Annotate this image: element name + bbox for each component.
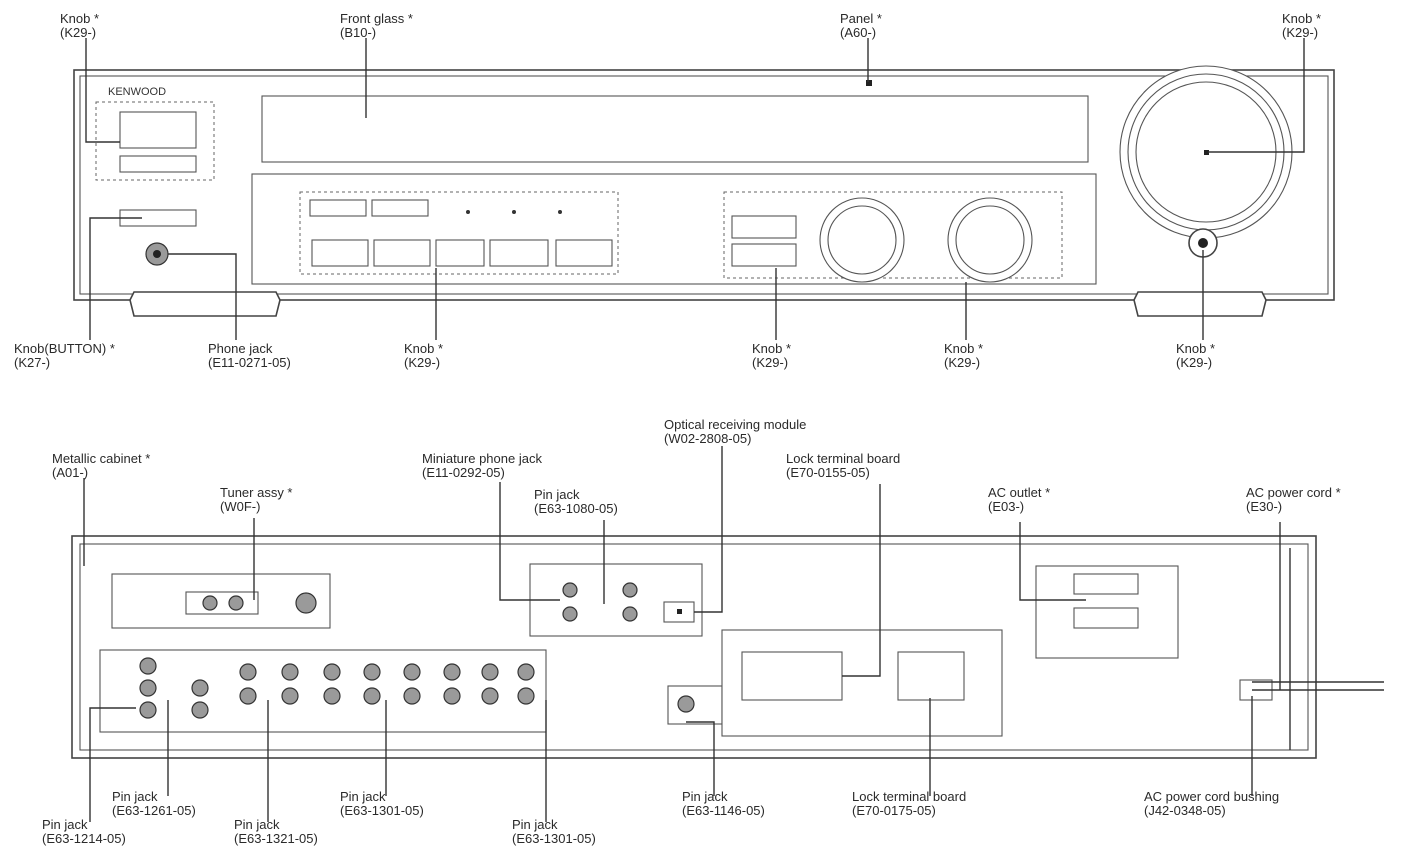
label-lock-terminal-top: Lock terminal board(E70-0155-05) bbox=[786, 451, 901, 480]
label-pin-jack-4: Pin jack(E63-1321-05) bbox=[234, 817, 318, 846]
key-button-group bbox=[299, 191, 619, 275]
label-pin-jack-top: Pin jack(E63-1080-05) bbox=[534, 487, 618, 516]
label-miniature-phone-jack: Miniature phone jack(E11-0292-05) bbox=[422, 451, 542, 480]
lock-terminal-board-b bbox=[897, 651, 965, 701]
rca-jack-panel bbox=[99, 649, 547, 733]
label-knob-keys: Knob *(K29-) bbox=[404, 341, 444, 370]
label-pin-jack-1: Pin jack(E63-1261-05) bbox=[112, 789, 196, 818]
label-pin-jack-5: Pin jack(E63-1301-05) bbox=[512, 817, 596, 846]
label-front-knob-tr: Knob *(K29-) bbox=[1282, 11, 1322, 40]
label-phone-jack: Phone jack(E11-0271-05) bbox=[208, 341, 291, 370]
label-lock-terminal-bottom: Lock terminal board(E70-0175-05) bbox=[852, 789, 967, 818]
label-front-knob-tl: Knob *(K29-) bbox=[60, 11, 100, 40]
label-knob-power: Knob *(K29-) bbox=[1176, 341, 1216, 370]
lock-terminal-board-a bbox=[741, 651, 843, 701]
label-pin-jack-2: Pin jack(E63-1301-05) bbox=[340, 789, 424, 818]
front-foot-right bbox=[1133, 291, 1267, 317]
display-button-group bbox=[95, 101, 215, 181]
rear-panel-drawing bbox=[71, 535, 1384, 759]
label-front-glass: Front glass *(B10-) bbox=[340, 11, 413, 40]
label-cord-bushing: AC power cord bushing(J42-0348-05) bbox=[1144, 789, 1280, 818]
front-display-glass bbox=[261, 95, 1089, 163]
label-metallic-cabinet: Metallic cabinet *(A01-) bbox=[52, 451, 151, 480]
label-knob-input: Knob *(K29-) bbox=[752, 341, 792, 370]
label-knob-button: Knob(BUTTON) *(K27-) bbox=[14, 341, 115, 370]
label-ac-outlet: AC outlet *(E03-) bbox=[988, 485, 1051, 514]
brand-logo: KENWOOD bbox=[108, 86, 166, 98]
label-pin-jack-6: Pin jack(E63-1146-05) bbox=[682, 789, 765, 818]
label-pin-jack-3: Pin jack(E63-1214-05) bbox=[42, 817, 126, 846]
dial-group bbox=[723, 191, 1063, 279]
label-front-panel: Panel *(A60-) bbox=[840, 11, 882, 40]
front-foot-left bbox=[129, 291, 281, 317]
front-panel-drawing: KENWOOD bbox=[73, 65, 1335, 317]
display-button-upper bbox=[119, 111, 197, 149]
label-ac-power-cord: AC power cord *(E30-) bbox=[1246, 485, 1341, 514]
display-button-lower bbox=[119, 155, 197, 173]
panel-marker bbox=[866, 80, 872, 86]
label-knob-dials: Knob *(K29-) bbox=[944, 341, 984, 370]
front-leader-lines bbox=[85, 38, 1305, 340]
label-optical-module: Optical receiving module(W02-2808-05) bbox=[664, 417, 807, 446]
label-tuner-assy: Tuner assy *(W0F-) bbox=[220, 485, 293, 514]
rear-leader-lines bbox=[83, 446, 1281, 822]
